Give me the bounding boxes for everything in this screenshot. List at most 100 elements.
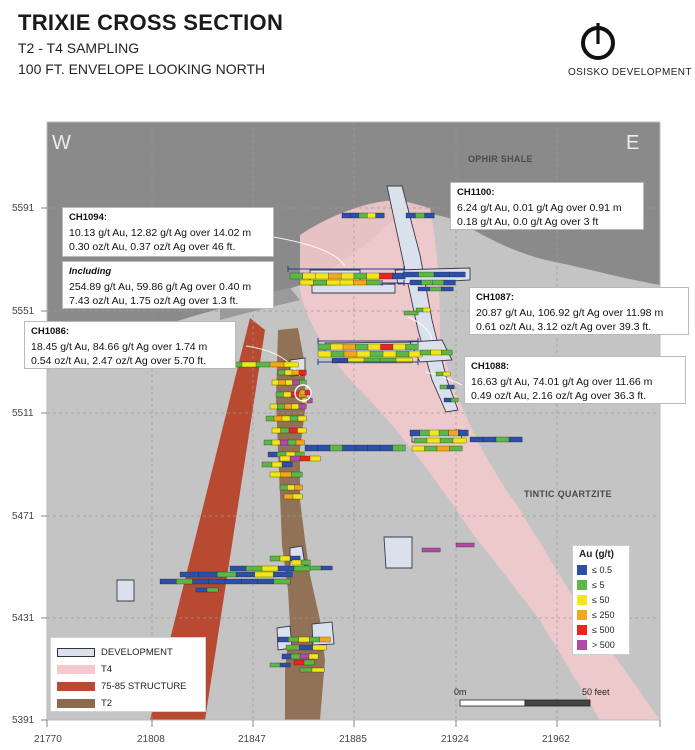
legend-item: ≤ 50	[577, 592, 625, 607]
sample-segment	[320, 565, 333, 571]
legend-label: > 500	[592, 639, 615, 650]
sample-segment	[433, 271, 450, 278]
sample-segment	[432, 279, 445, 286]
sample-segment	[342, 343, 356, 351]
legend-item: 75-85 STRUCTURE	[57, 678, 199, 695]
callout-line: 18.45 g/t Au, 84.66 g/t Ag over 1.74 m	[31, 340, 208, 353]
callout-hole-id: CH1094:	[69, 212, 108, 223]
sample-segment	[261, 565, 279, 572]
sample-segment	[287, 439, 297, 446]
sample-segment	[342, 444, 356, 452]
sample-segment	[275, 391, 284, 398]
sample-segment	[350, 212, 360, 219]
sample-segment	[409, 279, 422, 286]
sample-segment	[409, 429, 421, 437]
sample-segment	[402, 271, 419, 278]
legend-swatch	[57, 648, 95, 657]
sample-segment	[421, 547, 441, 553]
sample-segment	[340, 272, 355, 280]
sample-segment	[289, 455, 301, 462]
sample-segment	[302, 272, 317, 280]
sample-segment	[298, 403, 307, 410]
x-tick: 21924	[441, 734, 469, 745]
logo-text: OSISKO DEVELOPMENT	[568, 67, 692, 78]
sample-segment	[458, 429, 469, 437]
sample-segment	[297, 427, 307, 434]
sample-segment	[278, 379, 287, 386]
sample-segment	[284, 369, 293, 376]
x-tick: 21808	[137, 734, 165, 745]
callout-line: 254.89 g/t Au, 59.86 g/t Ag over 0.40 m	[69, 280, 252, 293]
sample-segment	[292, 379, 300, 386]
callout-line: 6.24 g/t Au, 0.01 g/t Ag over 0.91 m	[457, 201, 622, 214]
legend-label: 75-85 STRUCTURE	[101, 681, 187, 692]
sample-segment	[369, 350, 384, 358]
sample-segment	[450, 397, 459, 403]
callout-line: 20.87 g/t Au, 106.92 g/t Ag over 11.98 m	[476, 306, 664, 319]
sample-segment	[379, 444, 393, 452]
tintic-quartzite-label: TINTIC QUARTZITE	[524, 489, 612, 499]
sample-segment	[403, 310, 419, 316]
sample-segment	[329, 444, 343, 452]
sample-segment	[277, 565, 295, 572]
sample-segment	[469, 436, 484, 443]
legend-item: ≤ 500	[577, 622, 625, 637]
sample-segment	[367, 343, 381, 351]
sample-segment	[291, 559, 302, 566]
sample-segment	[417, 286, 431, 292]
sample-segment	[267, 451, 278, 458]
sample-segment	[294, 484, 303, 491]
sample-segment	[449, 271, 466, 278]
structure-75-85	[150, 318, 265, 720]
sample-segment	[326, 279, 341, 286]
sample-segment	[353, 272, 368, 280]
legend-swatch	[577, 579, 587, 590]
sample-segment	[439, 437, 454, 444]
x-tick: 21885	[339, 734, 367, 745]
callout-hole-id: CH1086:	[31, 326, 70, 337]
sample-segment	[299, 644, 314, 651]
legend-label: ≤ 5	[592, 579, 605, 590]
sample-segment	[297, 415, 307, 422]
sample-segment	[206, 587, 219, 593]
sample-segment	[424, 212, 435, 219]
legend-label: DEVELOPMENT	[101, 647, 173, 658]
sample-segment	[441, 349, 453, 356]
callout-line: 16.63 g/t Au, 74.01 g/t Ag over 11.66 m	[471, 375, 653, 388]
y-tick: 5391	[12, 715, 35, 726]
sample-segment	[269, 555, 281, 562]
sample-segment	[443, 397, 452, 403]
callout-ch1086: CH1086: 18.45 g/t Au, 84.66 g/t Ag over …	[24, 321, 236, 369]
scale-bar	[459, 699, 591, 707]
sample-segment	[290, 653, 301, 660]
sample-segment	[315, 272, 329, 280]
legend-swatch	[57, 665, 95, 674]
sample-segment	[392, 343, 406, 351]
legend-swatch	[577, 594, 587, 605]
sample-segment	[300, 559, 311, 566]
sample-segment	[291, 471, 303, 478]
callout-ch1094: CH1094: 10.13 g/t Au, 12.82 g/t Ag over …	[62, 207, 274, 257]
sample-segment	[280, 427, 290, 434]
sample-segment	[273, 571, 293, 578]
sample-segment	[235, 571, 256, 578]
sample-segment	[288, 636, 300, 643]
legend-swatch	[577, 624, 587, 635]
legend-label: ≤ 50	[592, 594, 610, 605]
west-label: W	[52, 132, 71, 154]
legend-item: DEVELOPMENT	[57, 644, 199, 661]
callout-line: 0.49 oz/t Au, 2.16 oz/t Ag over 36.3 ft.	[471, 390, 647, 402]
x-tick: 21770	[34, 734, 62, 745]
sample-segment	[309, 455, 321, 462]
sample-segment	[424, 445, 438, 452]
sample-segment	[430, 349, 442, 356]
sample-segment	[355, 343, 369, 351]
callout-hole-id: CH1100:	[457, 187, 495, 198]
sample-segment	[265, 415, 275, 422]
sample-channels	[159, 212, 523, 673]
sample-segment	[441, 286, 454, 292]
legend-swatch	[57, 699, 95, 708]
sample-segment	[418, 271, 435, 278]
sample-segment	[299, 389, 306, 396]
sample-segment	[415, 307, 424, 313]
